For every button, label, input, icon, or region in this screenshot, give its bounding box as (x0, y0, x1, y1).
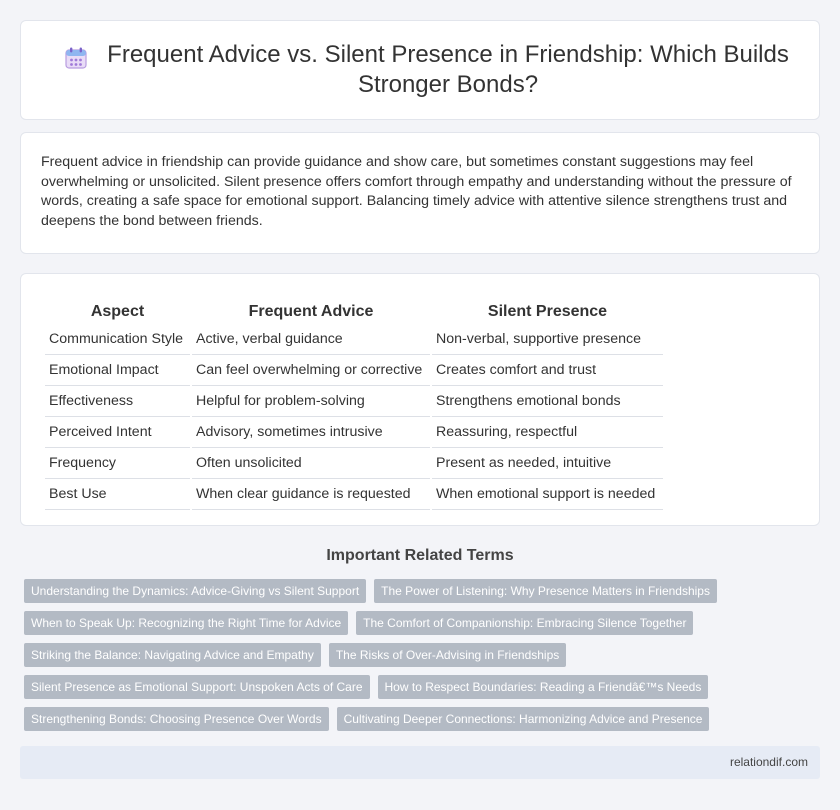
header-card: Frequent Advice vs. Silent Presence in F… (20, 20, 820, 120)
title-wrap: Frequent Advice vs. Silent Presence in F… (21, 21, 819, 119)
column-header: Frequent Advice (248, 303, 374, 320)
related-terms-heading: Important Related Terms (326, 547, 514, 564)
column-header: Silent Presence (487, 303, 608, 320)
table-cell: Effectiveness (45, 386, 190, 417)
related-term-tag[interactable]: Striking the Balance: Navigating Advice … (24, 643, 321, 667)
table-cell: Can feel overwhelming or corrective (192, 355, 430, 386)
table-cell: Often unsolicited (192, 448, 430, 479)
table-cell: Best Use (45, 479, 190, 510)
table-cell: Emotional Impact (45, 355, 190, 386)
table-row: Best Use When clear guidance is requeste… (45, 479, 663, 510)
table-cell: Creates comfort and trust (432, 355, 663, 386)
footer-bar: relationdif.com (20, 746, 820, 779)
related-term-tag[interactable]: The Risks of Over-Advising in Friendship… (328, 643, 567, 667)
table-row: Emotional Impact Can feel overwhelming o… (45, 355, 663, 386)
table-header-row: Aspect Frequent Advice Silent Presence (45, 294, 663, 324)
comparison-card: Aspect Frequent Advice Silent Presence C… (20, 273, 820, 526)
table-cell: Helpful for problem-solving (192, 386, 430, 417)
table-row: Perceived Intent Advisory, sometimes int… (45, 417, 663, 448)
table-cell: When clear guidance is requested (192, 479, 430, 510)
table-cell: When emotional support is needed (432, 479, 663, 510)
page-title: Frequent Advice vs. Silent Presence in F… (107, 41, 789, 98)
table-row: Effectiveness Helpful for problem-solvin… (45, 386, 663, 417)
comparison-table: Aspect Frequent Advice Silent Presence C… (43, 294, 665, 510)
related-term-tag[interactable]: Strengthening Bonds: Choosing Presence O… (24, 707, 329, 731)
column-header: Aspect (90, 303, 145, 320)
table-cell: Strengthens emotional bonds (432, 386, 663, 417)
table-row: Frequency Often unsolicited Present as n… (45, 448, 663, 479)
related-term-tag[interactable]: Silent Presence as Emotional Support: Un… (24, 675, 370, 699)
intro-card: Frequent advice in friendship can provid… (20, 132, 820, 254)
related-term-tag[interactable]: Cultivating Deeper Connections: Harmoniz… (336, 707, 710, 731)
intro-paragraph: Frequent advice in friendship can provid… (41, 154, 792, 229)
table-cell: Active, verbal guidance (192, 324, 430, 355)
related-term-tag[interactable]: The Power of Listening: Why Presence Mat… (374, 579, 717, 603)
table-cell: Advisory, sometimes intrusive (192, 417, 430, 448)
table-cell: Frequency (45, 448, 190, 479)
related-term-tag[interactable]: When to Speak Up: Recognizing the Right … (24, 611, 349, 635)
table-cell: Non-verbal, supportive presence (432, 324, 663, 355)
table-row: Communication Style Active, verbal guida… (45, 324, 663, 355)
table-cell: Reassuring, respectful (432, 417, 663, 448)
related-term-tag[interactable]: The Comfort of Companionship: Embracing … (356, 611, 694, 635)
calendar-icon (65, 47, 87, 69)
table-cell: Perceived Intent (45, 417, 190, 448)
table-cell: Communication Style (45, 324, 190, 355)
table-cell: Present as needed, intuitive (432, 448, 663, 479)
related-term-tag[interactable]: How to Respect Boundaries: Reading a Fri… (377, 675, 709, 699)
footer-site-link[interactable]: relationdif.com (729, 755, 808, 769)
related-term-tag[interactable]: Understanding the Dynamics: Advice-Givin… (24, 579, 367, 603)
related-terms-list: Understanding the Dynamics: Advice-Givin… (24, 579, 820, 731)
